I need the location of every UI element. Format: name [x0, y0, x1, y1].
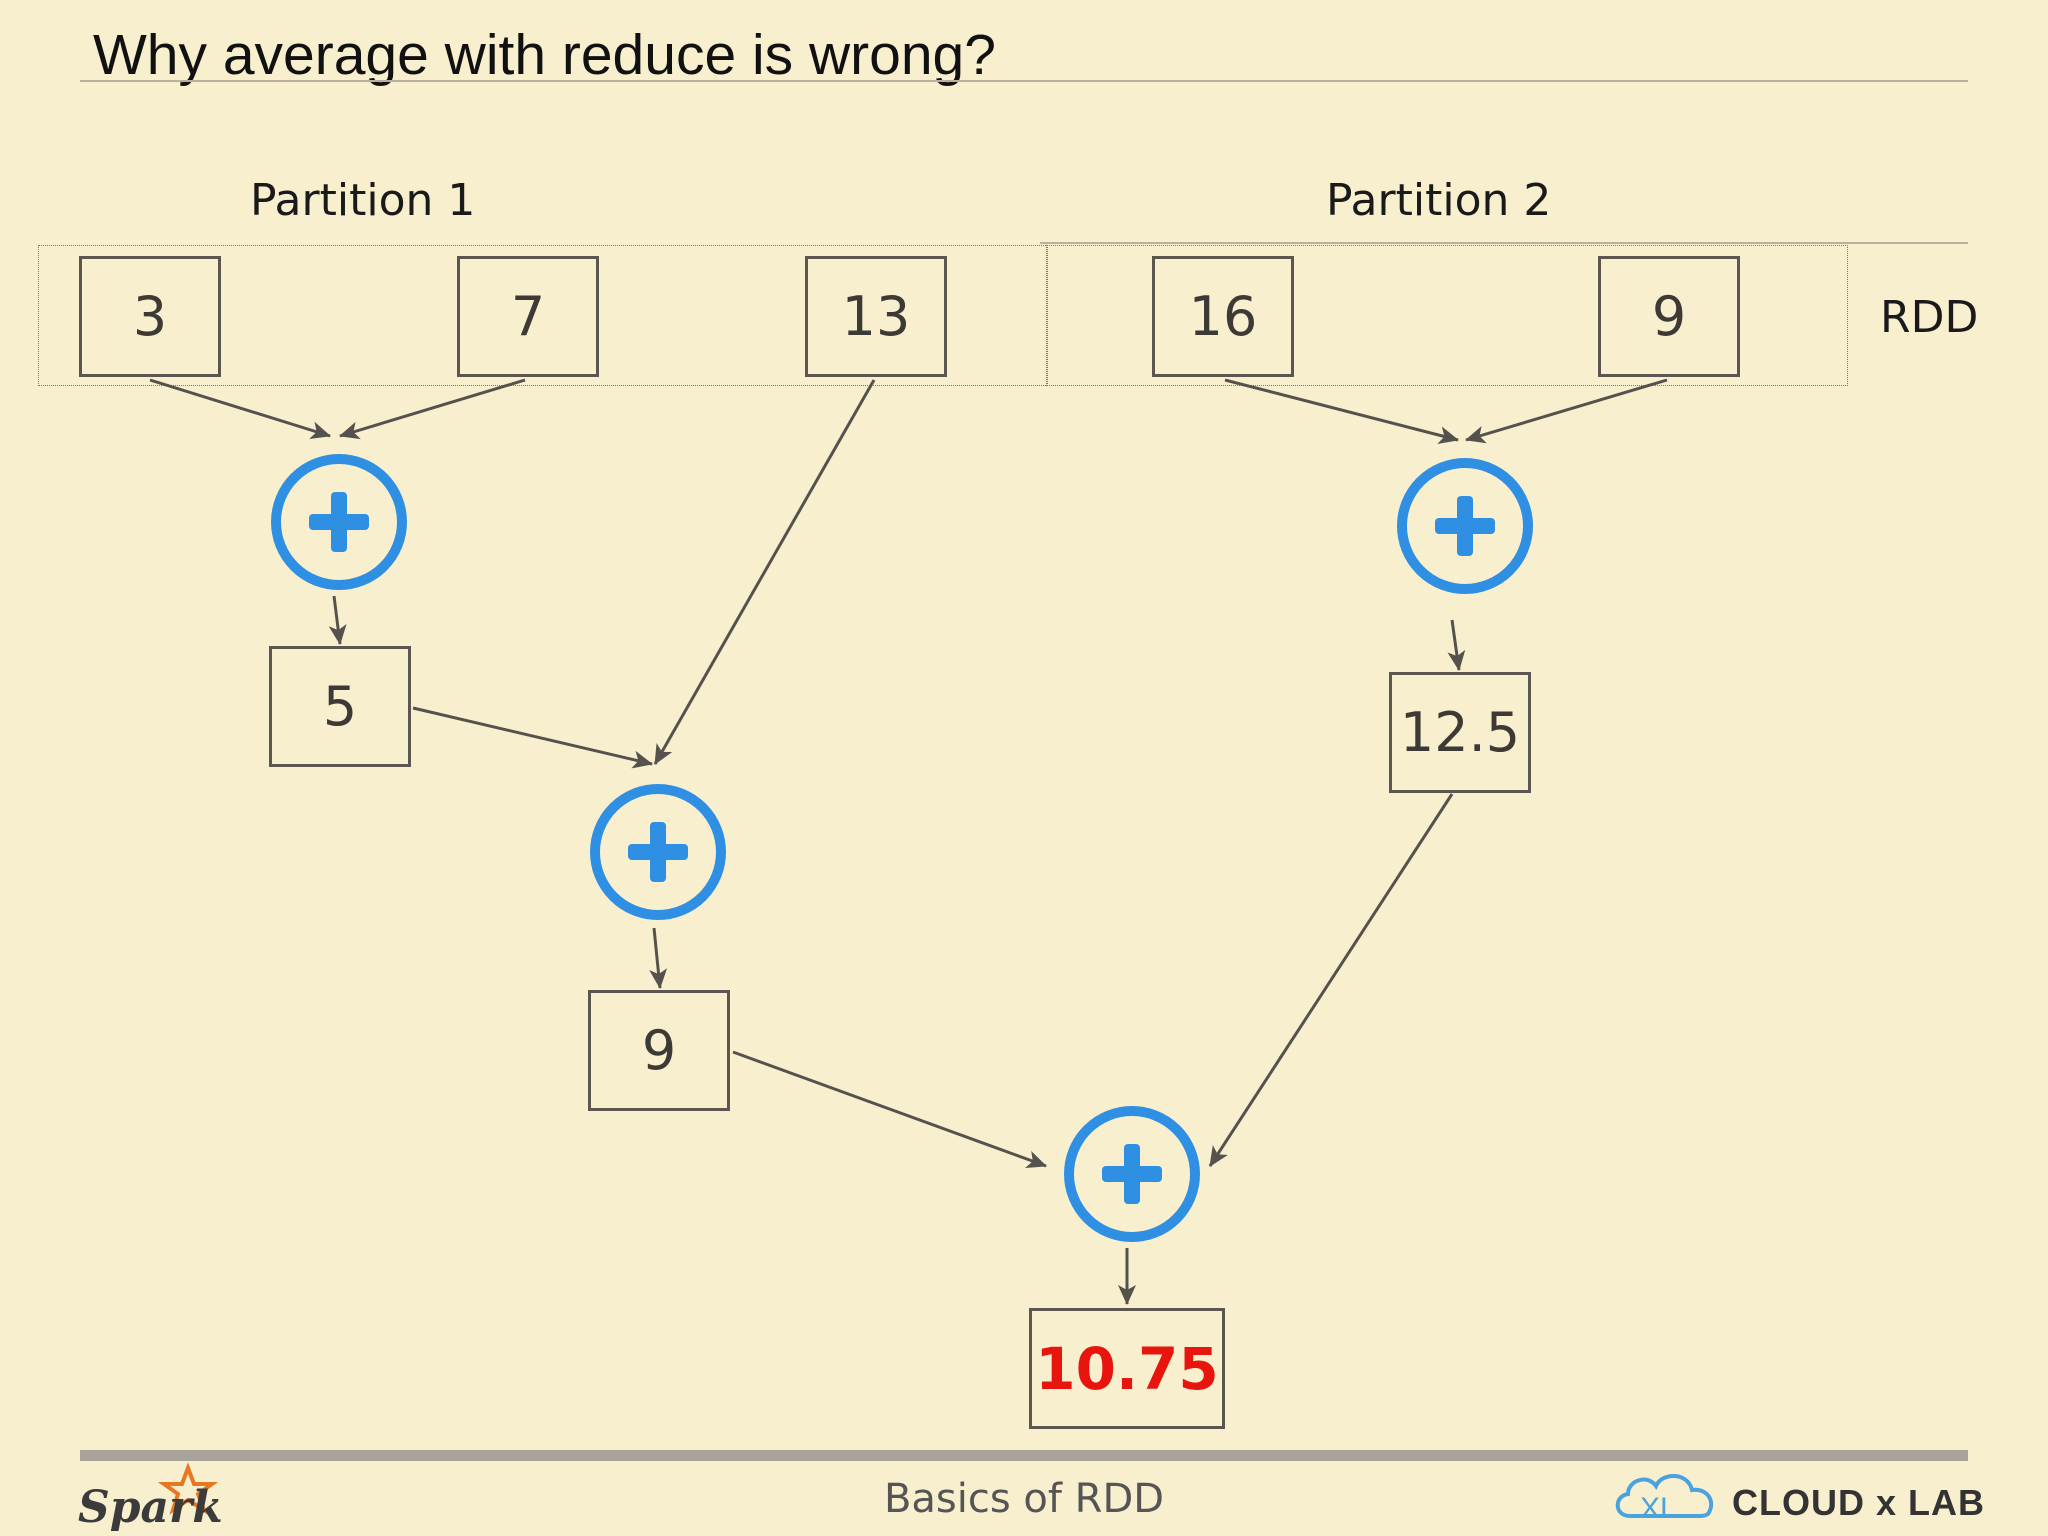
- partition-2-average-box: 12.5: [1389, 672, 1531, 793]
- footer-title: Basics of RDD: [883, 1476, 1165, 1522]
- partition-2-frame: [1046, 245, 1848, 386]
- arrow-plus3-to-9: [649, 927, 668, 989]
- plus-circle-icon: [271, 454, 407, 590]
- arrow-12_5-to-plus4: [1208, 793, 1454, 1167]
- arrow-3-to-plus1: [149, 378, 331, 439]
- partition-divider-line: [1040, 242, 1968, 244]
- rdd-value-box: 3: [79, 256, 221, 377]
- arrow-16-to-plus2: [1224, 378, 1459, 444]
- svg-text:XL: XL: [1640, 1492, 1677, 1525]
- partition-1-frame: [38, 245, 1048, 386]
- cloud-icon: XL: [1615, 1474, 1714, 1525]
- plus-circle-icon: [1064, 1106, 1200, 1242]
- rdd-value-box: 13: [805, 256, 947, 377]
- arrow-plus2-to-12_5: [1447, 619, 1466, 671]
- partition-1-average-box: 5: [269, 646, 411, 767]
- rdd-label: RDD: [1880, 292, 1979, 343]
- arrow-7-to-plus1: [339, 378, 526, 440]
- final-result-box: 10.75: [1029, 1308, 1225, 1429]
- title-underline: [80, 80, 1968, 82]
- arrow-9-to-plus4: [732, 1050, 1047, 1168]
- rdd-value-box: 16: [1152, 256, 1294, 377]
- rdd-value-box: 7: [457, 256, 599, 377]
- partition-2-label: Partition 2: [1326, 175, 1552, 226]
- plus-circle-icon: [590, 784, 726, 920]
- arrow-9-to-plus2: [1465, 378, 1668, 444]
- arrow-13-to-plus3: [653, 379, 876, 765]
- spark-logo: Spark: [78, 1460, 228, 1536]
- combined-average-box: 9: [588, 990, 730, 1111]
- arrow-plus1-to-5: [328, 595, 347, 645]
- cloudxlab-logo: XL CLOUD x LAB: [1610, 1466, 1984, 1530]
- plus-circle-icon: [1397, 458, 1533, 594]
- rdd-value-box: 9: [1598, 256, 1740, 377]
- arrow-5-to-plus3: [412, 706, 653, 769]
- partition-1-label: Partition 1: [250, 175, 476, 226]
- slide-title: Why average with reduce is wrong?: [93, 23, 996, 87]
- footer-bar: [80, 1450, 1968, 1461]
